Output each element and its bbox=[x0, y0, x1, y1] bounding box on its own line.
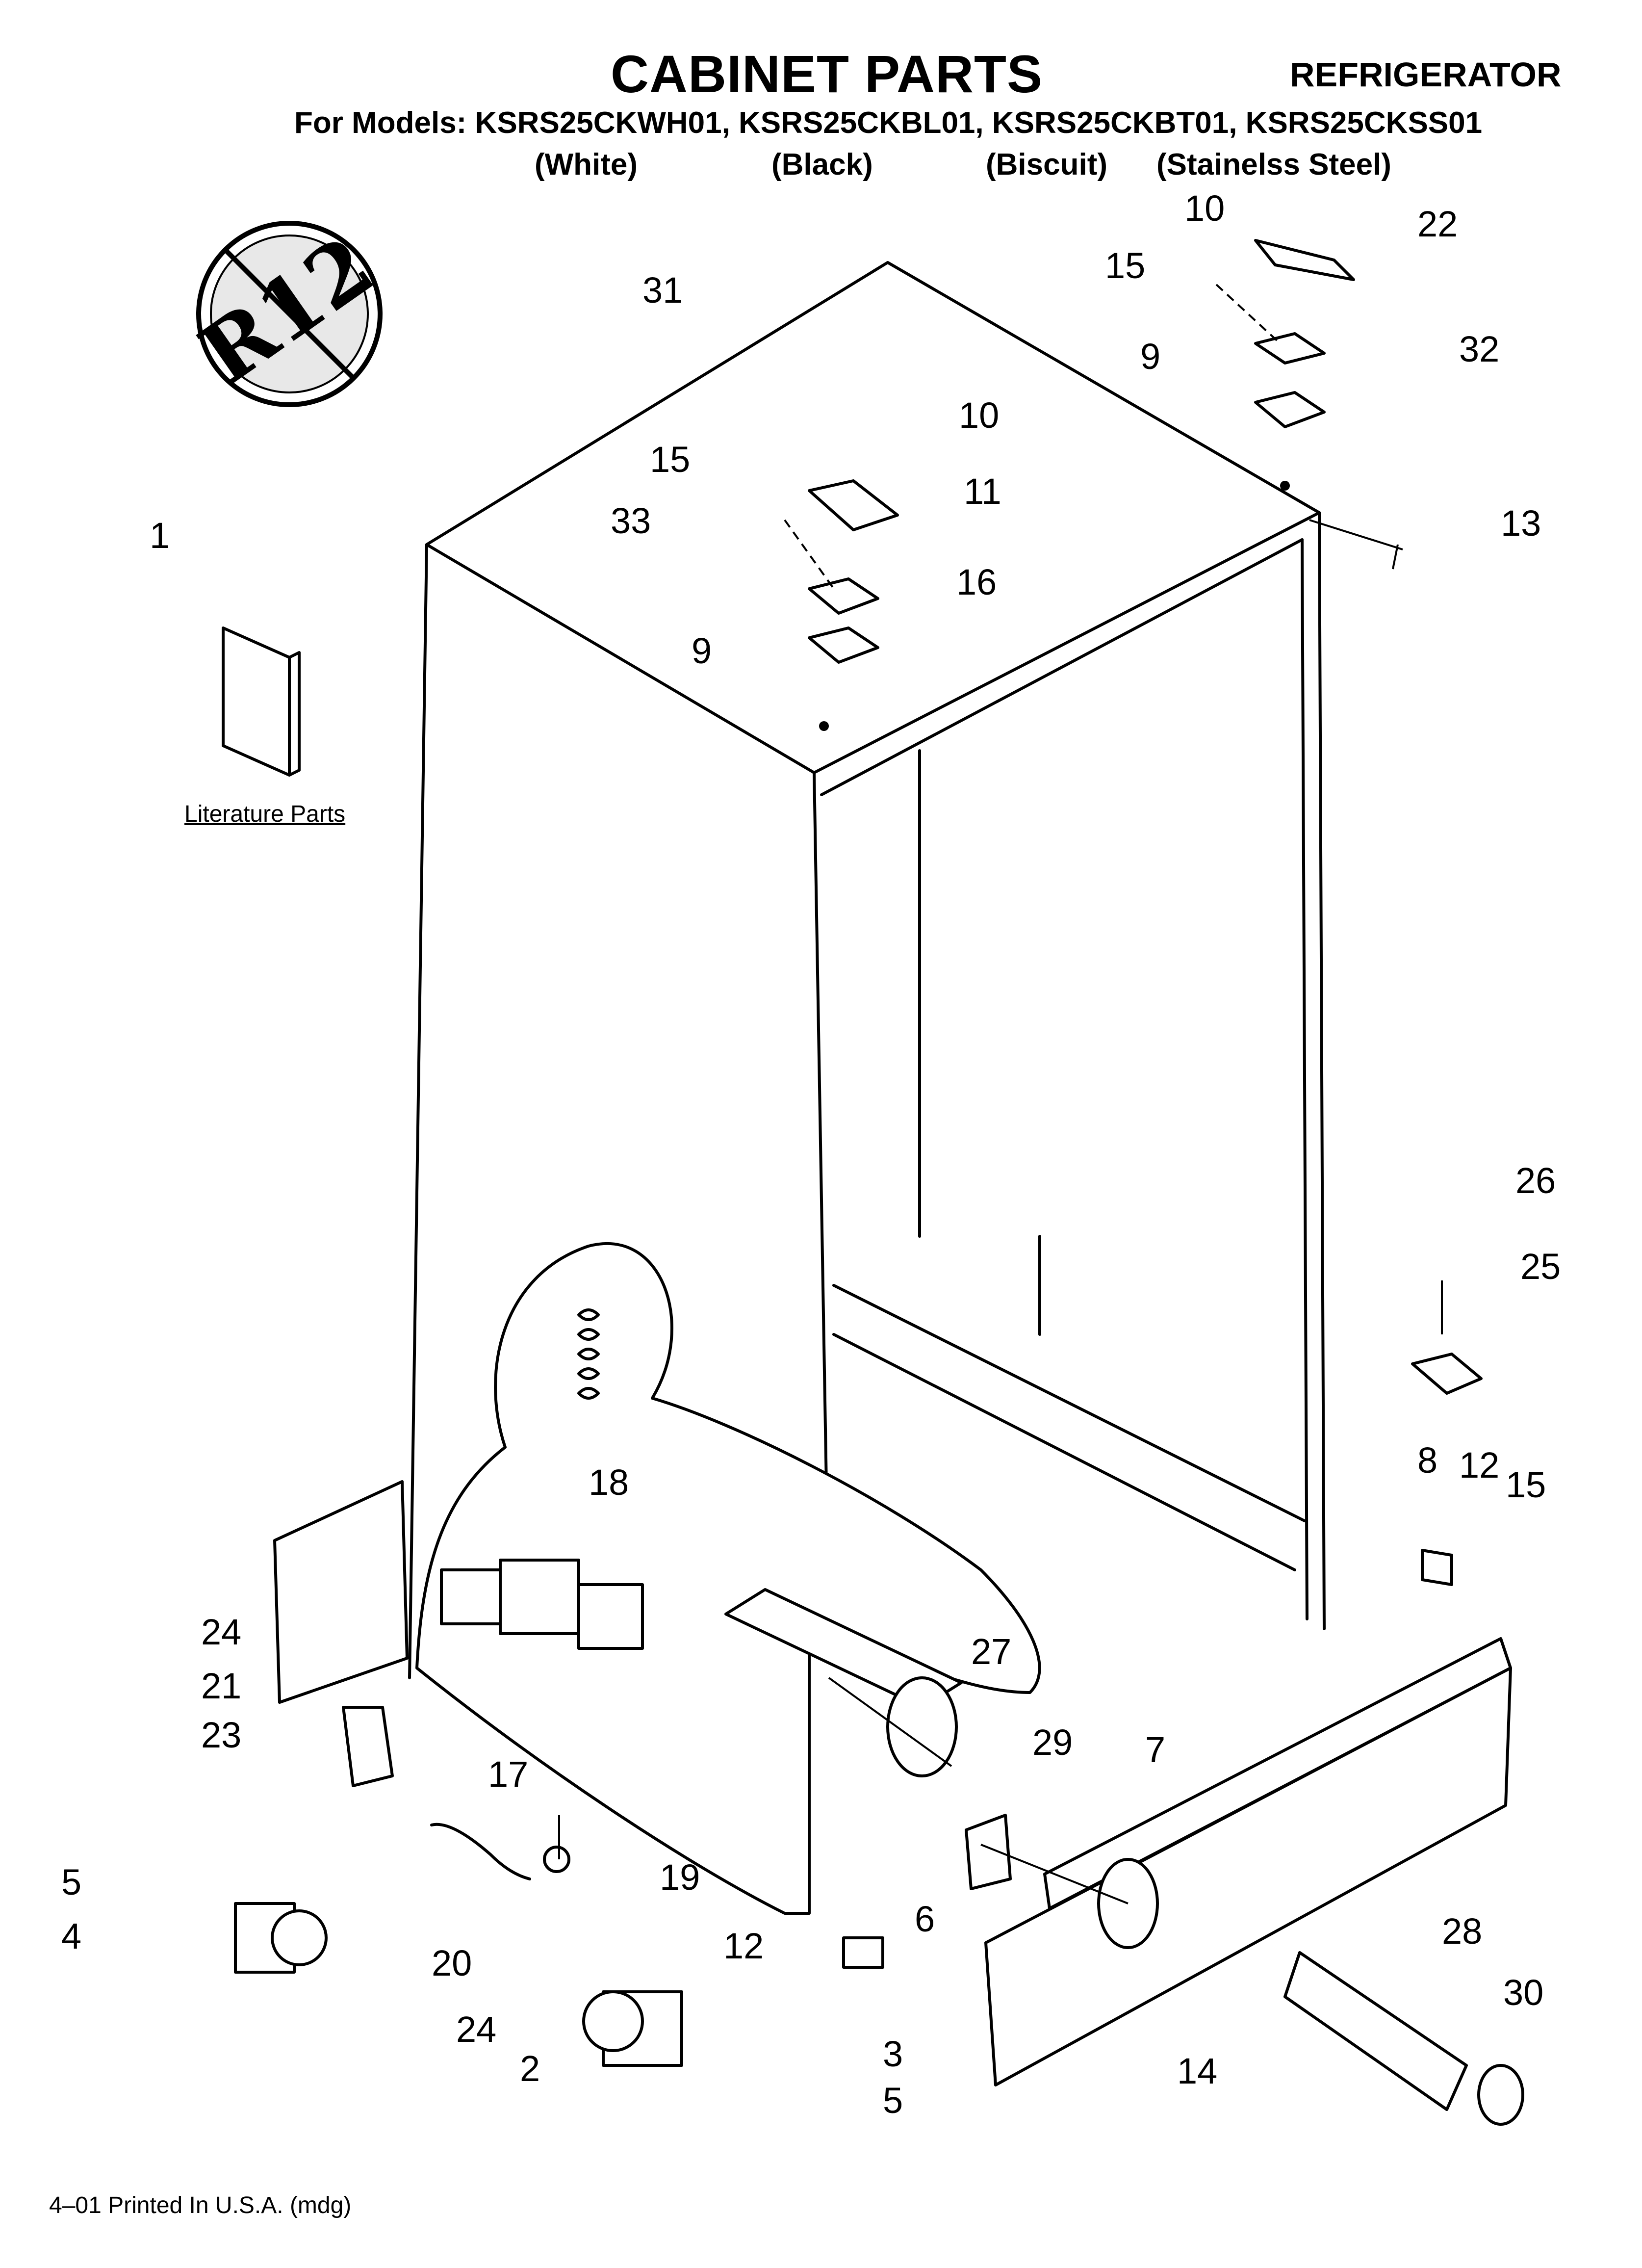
callout-15: 15 bbox=[1105, 245, 1146, 286]
callout-30: 30 bbox=[1503, 1972, 1544, 2013]
callout-3: 3 bbox=[883, 2033, 903, 2074]
top-hinge-left bbox=[784, 479, 899, 731]
callout-12: 12 bbox=[1459, 1445, 1500, 1486]
callout-5: 5 bbox=[61, 1862, 82, 1903]
callout-8: 8 bbox=[1417, 1440, 1438, 1481]
callout-9b: 9 bbox=[692, 630, 712, 671]
no-r12-icon: R12 bbox=[183, 217, 391, 407]
callout-11: 11 bbox=[964, 471, 1001, 512]
callout-25: 25 bbox=[1520, 1246, 1561, 1287]
print-footer: 4–01 Printed In U.S.A. (mdg) bbox=[49, 2192, 352, 2218]
electrical-panel bbox=[273, 1480, 409, 1704]
callout-6: 6 bbox=[915, 1899, 935, 1939]
grille-panel bbox=[984, 1637, 1512, 2086]
variant-biscuit: (Biscuit) bbox=[986, 148, 1107, 182]
callout-20: 20 bbox=[432, 1943, 472, 1983]
callout-7: 7 bbox=[1145, 1729, 1166, 1770]
callout-28: 28 bbox=[1442, 1911, 1483, 1952]
roller-left bbox=[234, 1902, 328, 1974]
callout-22: 22 bbox=[1417, 204, 1458, 244]
callout-4: 4 bbox=[61, 1916, 82, 1956]
callout-18: 18 bbox=[589, 1462, 629, 1503]
callout-31: 31 bbox=[642, 270, 683, 311]
literature-booklet bbox=[222, 626, 301, 777]
drain-duct bbox=[724, 1588, 963, 1709]
callout-26: 26 bbox=[1515, 1160, 1556, 1201]
water-filter bbox=[1283, 1951, 1524, 2126]
callout-33: 33 bbox=[611, 500, 651, 541]
variant-black: (Black) bbox=[771, 148, 873, 182]
callout-5b: 5 bbox=[883, 2080, 903, 2121]
bracket-part bbox=[965, 1814, 1012, 1890]
callout-16: 16 bbox=[956, 562, 997, 602]
callout-29: 29 bbox=[1032, 1722, 1073, 1763]
callout-2: 2 bbox=[520, 2048, 540, 2089]
top-hinge-right bbox=[1215, 239, 1355, 491]
callout-21: 21 bbox=[201, 1666, 242, 1706]
variant-stainless: (Stainelss Steel) bbox=[1156, 148, 1391, 182]
callout-9: 9 bbox=[1140, 336, 1161, 377]
callout-13: 13 bbox=[1501, 503, 1541, 544]
callout-10: 10 bbox=[1184, 188, 1225, 229]
variant-white: (White) bbox=[535, 148, 638, 182]
foot-bracket bbox=[1421, 1549, 1453, 1586]
callout-24b: 24 bbox=[456, 2009, 497, 2050]
spring-part bbox=[577, 1308, 600, 1400]
callout-15c: 15 bbox=[1506, 1464, 1546, 1505]
callout-15b: 15 bbox=[650, 439, 691, 480]
literature-parts-label: Literature Parts bbox=[184, 801, 346, 827]
roller-right bbox=[582, 1990, 683, 2067]
cabinet-body bbox=[408, 261, 1326, 1679]
compressor-controls bbox=[440, 1559, 644, 1650]
page-title: CABINET PARTS bbox=[611, 44, 1043, 104]
callout-27: 27 bbox=[971, 1631, 1012, 1672]
clip-part bbox=[342, 1706, 394, 1787]
callout-17: 17 bbox=[488, 1754, 529, 1795]
callout-32: 32 bbox=[1459, 329, 1500, 369]
callout-12b: 12 bbox=[723, 1926, 764, 1966]
callout-23: 23 bbox=[201, 1715, 242, 1755]
callout-10b: 10 bbox=[959, 395, 1000, 436]
callout-19: 19 bbox=[660, 1857, 700, 1898]
callout-24: 24 bbox=[201, 1612, 242, 1652]
appliance-category: REFRIGERATOR bbox=[1290, 55, 1562, 94]
callout-14: 14 bbox=[1177, 2051, 1218, 2091]
callout-1: 1 bbox=[150, 515, 170, 556]
models-line: For Models: KSRS25CKWH01, KSRS25CKBL01, … bbox=[294, 106, 1483, 140]
